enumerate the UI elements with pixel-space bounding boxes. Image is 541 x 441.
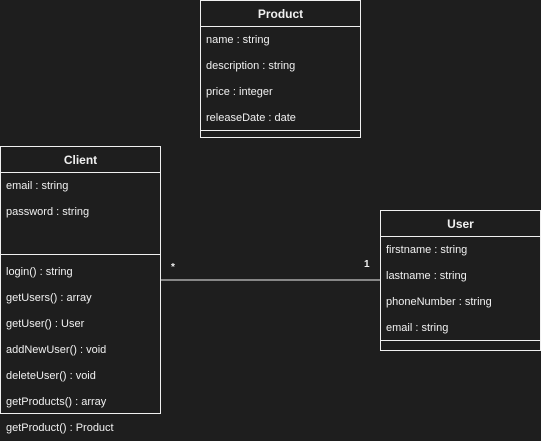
attribute: phoneNumber : string [386,296,492,308]
operation: getProducts() : array [6,396,107,408]
attribute: description : string [206,60,296,72]
attribute: name : string [206,34,270,46]
class-client-title: Client [1,147,160,173]
attribute: lastname : string [386,270,467,282]
class-user-attributes: firstname : string lastname : string pho… [381,237,540,341]
class-user-title: User [381,211,540,237]
class-user-operations [381,341,540,349]
operation: getUser() : User [6,318,85,330]
operation: deleteUser() : void [6,370,96,382]
class-product-operations [201,131,360,139]
attribute: firstname : string [386,244,468,256]
client-multiplicity-label: * [171,262,175,273]
attribute: price : integer [206,86,273,98]
class-client-operations: login() : string getUsers() : array getU… [1,255,160,441]
class-user[interactable]: User firstname : string lastname : strin… [380,210,541,351]
attribute: email : string [386,322,449,334]
class-client-attributes: email : string password : string [1,173,160,255]
operation: login() : string [6,266,73,278]
class-product-attributes: name : string description : string price… [201,27,360,131]
operation: getUsers() : array [6,292,92,304]
attribute: password : string [6,206,90,218]
class-product-title: Product [201,1,360,27]
class-client[interactable]: Client email : string password : string … [0,146,161,434]
operation: getProduct() : Product [6,422,114,434]
user-multiplicity-label: 1 [364,259,370,270]
attribute: releaseDate : date [206,112,296,124]
class-product[interactable]: Product name : string description : stri… [200,0,361,138]
operation: addNewUser() : void [6,344,107,356]
attribute: email : string [6,180,69,192]
